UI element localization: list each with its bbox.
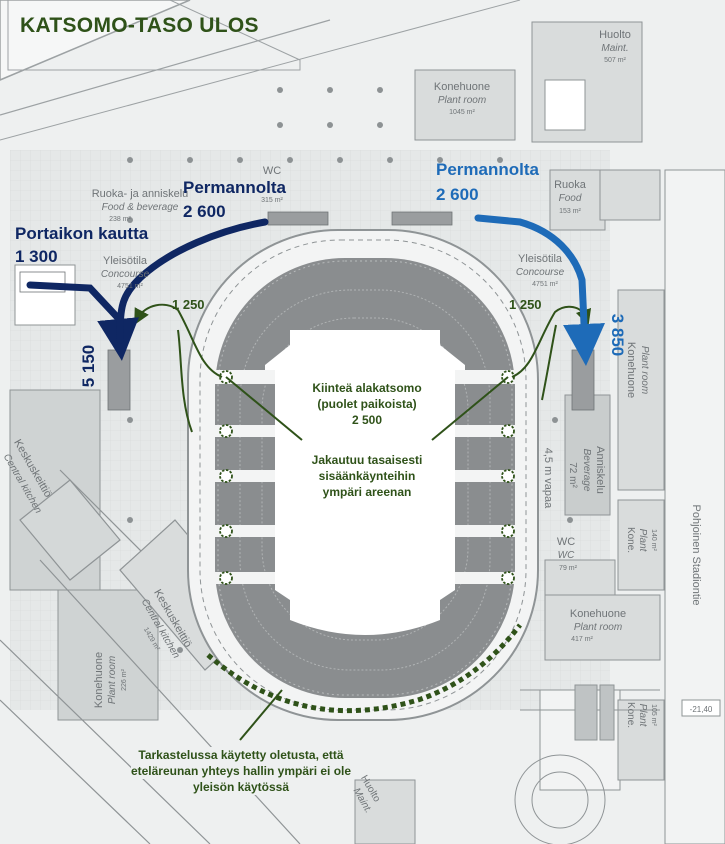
room-ruoka-ne-area: 153 m² — [559, 208, 581, 215]
room-concourse-w-area: 4751 m² — [117, 283, 143, 290]
distribution-note-line: Jakautuu tasaisesti — [311, 453, 423, 467]
assumption-note-line: eteläreunan yhteys hallin ympäri ei ole — [130, 763, 352, 779]
west-exit-arrows — [26, 218, 269, 361]
lower-stand-note-line: 2 500 — [351, 413, 383, 427]
east-exit-arrow — [474, 214, 606, 366]
room-huolto-label: Huolto — [599, 29, 631, 41]
room-ruoka-nw-area: 238 m² — [109, 216, 131, 223]
rooms — [9, 21, 725, 844]
room-kone-e2-label: Kone. — [625, 702, 636, 728]
lower-east-flow: 1 250 — [509, 297, 542, 312]
room-kone-e2-area: 105 m² — [650, 704, 657, 726]
southeast-structures — [514, 684, 660, 844]
room-wc-e-label: WC — [557, 536, 575, 548]
distribution-note-line: sisäänkäynteihin — [318, 469, 416, 483]
room-konehuone-e-label: Konehuone — [625, 342, 637, 398]
lower-stand-note-line: (puolet paikoista) — [317, 397, 417, 411]
assumption-note-line: yleisön käytössä — [192, 779, 290, 795]
room-wc-e-sub: WC — [558, 550, 575, 561]
room-kone-e1-sub: Plant — [637, 529, 648, 553]
west-exit-total: 5 150 — [79, 344, 98, 388]
lower-west-flow: 1 250 — [172, 297, 205, 312]
room-wc-n-label: WC — [263, 165, 281, 177]
room-konehuone-se-area: 417 m² — [571, 636, 593, 643]
level-label: -21,40 — [690, 705, 713, 714]
distribution-note-line: ympäri areenan — [322, 485, 412, 499]
room-konehuone-se-sub: Plant room — [574, 622, 622, 633]
room-anniskelu-sub: Beverage — [581, 449, 592, 492]
room-konehuone-e-sub: Plant room — [639, 346, 650, 394]
distribution-note: Jakautuu tasaisesti sisäänkäynteihin ymp… — [300, 452, 434, 500]
room-ruoka-nw-label: Ruoka- ja anniskelu — [92, 188, 189, 200]
street-label: Pohjoinen Stadiontie — [690, 505, 702, 606]
room-concourse-e-sub: Concourse — [516, 267, 565, 278]
assumption-note: Tarkastelussa käytetty oletusta, että et… — [106, 747, 376, 795]
room-kone-e2-sub: Plant — [637, 704, 648, 728]
lower-stand-note-line: Kiinteä alakatsomo — [312, 381, 422, 395]
clearance-label: 4,5 m vapaa — [542, 448, 554, 509]
room-konehuone-se-label: Konehuone — [570, 608, 626, 620]
room-konehuone-n-sub: Plant room — [438, 95, 486, 106]
room-kone-e1-label: Kone. — [625, 527, 636, 553]
room-konehuone-sw-area: 226 m² — [121, 668, 128, 690]
room-anniskelu-area: 72 m² — [567, 462, 578, 488]
floor-left-flow-count: 2 600 — [183, 202, 226, 221]
room-konehuone-sw-label: Konehuone — [93, 652, 105, 708]
floor-right-flow-count: 2 600 — [436, 185, 479, 204]
page-title: KATSOMO-TASO ULOS — [20, 14, 259, 37]
room-wc-n-area: 315 m² — [261, 197, 283, 204]
stairs-flow-count: 1 300 — [15, 247, 58, 266]
room-huolto-sub: Maint. — [601, 43, 628, 54]
room-anniskelu-label: Anniskelu — [594, 446, 606, 494]
room-huolto-area: 507 m² — [604, 57, 626, 64]
room-konehuone-n-label: Konehuone — [434, 81, 490, 93]
room-wc-e-area: 79 m² — [559, 565, 578, 572]
room-concourse-w-label: Yleisötila — [103, 255, 148, 267]
floor-left-flow-label: Permannolta — [183, 178, 286, 197]
room-concourse-e-label: Yleisötila — [518, 253, 563, 265]
room-ruoka-ne-sub: Food — [559, 193, 582, 204]
room-kone-e1-area: 140 m² — [650, 529, 657, 551]
south-boundary-line — [206, 623, 522, 714]
assumption-note-line: Tarkastelussa käytetty oletusta, että — [138, 747, 344, 763]
stairs-flow-label: Portaikon kautta — [15, 224, 149, 243]
room-concourse-e-area: 4751 m² — [532, 281, 558, 288]
room-concourse-w-sub: Concourse — [101, 269, 150, 280]
floor-right-flow-label: Permannolta — [436, 160, 539, 179]
lower-stand-flows — [134, 303, 592, 741]
room-konehuone-sw-sub: Plant room — [107, 656, 118, 704]
room-konehuone-n-area: 1045 m² — [449, 109, 475, 116]
room-ruoka-nw-sub: Food & beverage — [102, 202, 179, 213]
east-exit-total: 3 850 — [608, 313, 627, 357]
lower-stand-note: Kiinteä alakatsomo (puolet paikoista) 2 … — [300, 380, 434, 428]
room-ruoka-ne-label: Ruoka — [554, 179, 587, 191]
